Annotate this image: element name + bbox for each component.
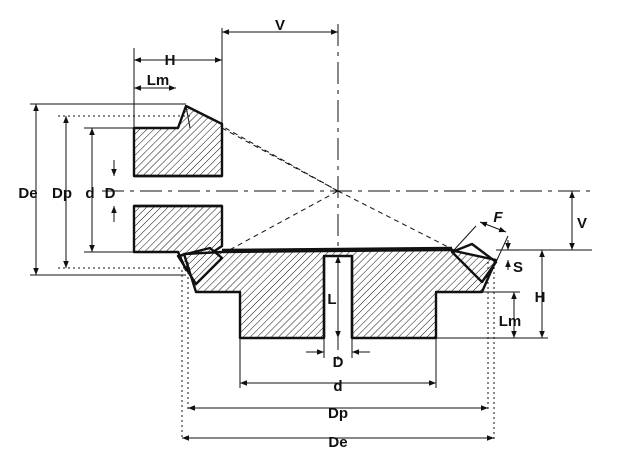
label-V-top: V	[275, 17, 285, 34]
label-pinion-d: d	[85, 185, 94, 202]
label-pinion-Dp: Dp	[52, 185, 72, 202]
label-pinion-De: De	[18, 185, 37, 202]
label-pinion-D: D	[105, 185, 116, 202]
label-gear-De: De	[328, 434, 347, 451]
gear-tooth-left	[176, 246, 224, 286]
pinion-tooth-edge-top	[185, 105, 191, 129]
label-F: F	[493, 209, 503, 226]
pinion-gear	[132, 104, 224, 272]
crown-gear	[176, 242, 498, 340]
label-gear-Lm: Lm	[499, 313, 522, 330]
ext-F-right	[495, 235, 509, 263]
label-S: S	[513, 259, 523, 276]
label-pinion-Lm: Lm	[147, 72, 170, 89]
label-pinion-H: H	[165, 52, 176, 69]
extension-lines	[30, 28, 592, 440]
label-V-right: V	[577, 215, 587, 232]
dimension-lines	[33, 29, 575, 441]
dim-F	[479, 221, 507, 233]
label-gear-L: L	[327, 291, 336, 308]
label-gear-D: D	[333, 354, 344, 371]
dimension-labels: H Lm V De Dp d D F V S H L Lm D d Dp De	[18, 17, 587, 451]
label-gear-Dp: Dp	[328, 405, 348, 422]
label-gear-H: H	[535, 289, 546, 306]
label-gear-d: d	[333, 378, 342, 395]
pitch-cone-line-2	[221, 190, 339, 255]
pitch-cone-line-1	[221, 127, 339, 192]
construction-lines	[102, 24, 592, 362]
pitch-cone-line-3	[337, 190, 459, 253]
gear-top-face	[221, 246, 453, 252]
ext-F-left	[453, 225, 477, 251]
gear-body	[182, 248, 498, 340]
